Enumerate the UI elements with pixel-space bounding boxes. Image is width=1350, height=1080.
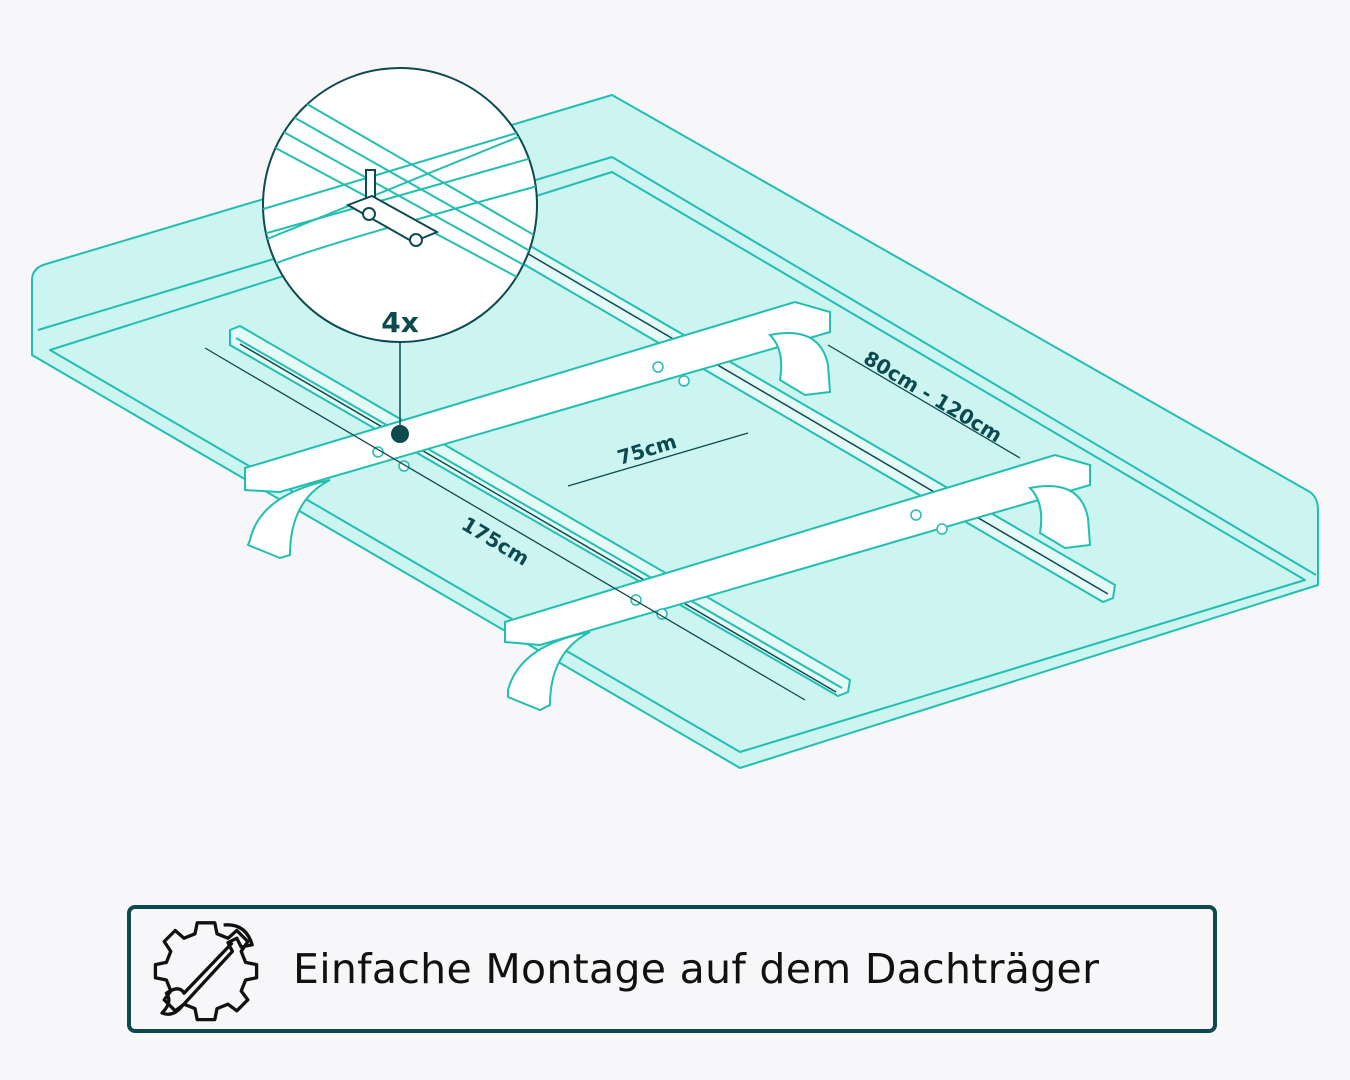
inset-count-label: 4x bbox=[381, 306, 419, 339]
gear-wrench-icon bbox=[153, 921, 259, 1022]
crossbars bbox=[244, 300, 1092, 712]
roof-slab bbox=[31, 94, 1319, 769]
banner-text: Einfache Montage auf dem Dachträger bbox=[293, 945, 1100, 993]
dimension-lines bbox=[204, 344, 1021, 701]
clamps bbox=[372, 361, 948, 620]
detail-inset: 4x bbox=[262, 67, 538, 443]
feature-banner: Einfache Montage auf dem Dachträger bbox=[127, 905, 1217, 1033]
roof-rack-mounting-diagram: 75cm 80cm - 120cm 175cm 4x bbox=[31, 67, 1319, 769]
